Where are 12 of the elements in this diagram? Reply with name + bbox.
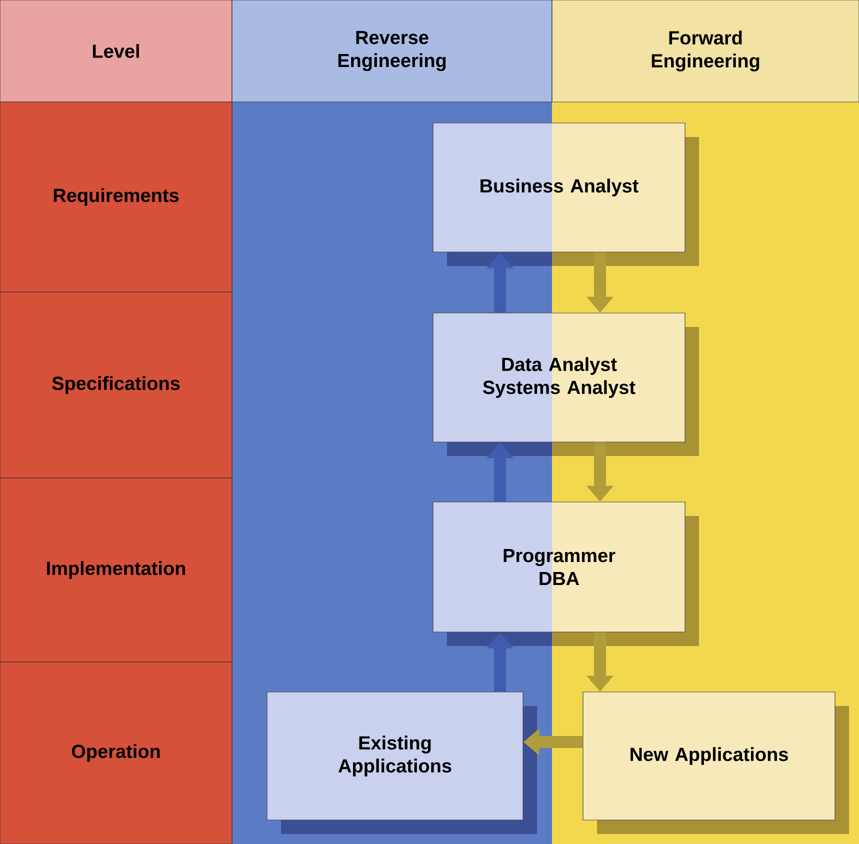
table-header-cell: Operation <box>0 662 232 844</box>
role-box: Existing Applications <box>266 692 537 834</box>
table-header-cell: Specifications <box>0 292 232 478</box>
table-header-cell: Reverse Engineering <box>232 0 552 102</box>
role-box: Programmer DBA <box>432 502 699 646</box>
table-header-cell: Implementation <box>0 478 232 662</box>
table-header-cell: Requirements <box>0 102 232 292</box>
table-header-cell: Forward Engineering <box>552 0 859 102</box>
table-header-cell: Level <box>0 0 232 102</box>
role-box: New Applications <box>582 692 849 834</box>
role-box: Business Analyst <box>432 122 699 266</box>
role-box: Data Analyst Systems Analyst <box>432 312 699 456</box>
